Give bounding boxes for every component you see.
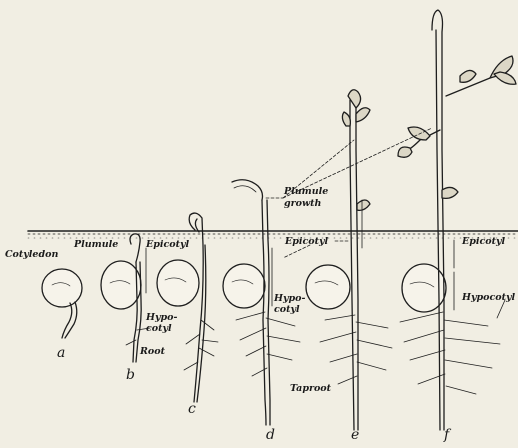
label-cotyledon: Cotyledon — [5, 250, 58, 260]
stage-label-d: d — [266, 428, 275, 442]
label-hypocotyl-d-1: Hypo- — [274, 294, 305, 304]
label-epicotyl-d: Epicotyl — [285, 237, 328, 247]
label-hypocotyl-f: Hypocotyl — [462, 293, 515, 303]
seedling-f — [398, 10, 516, 430]
label-hypocotyl-d-2: cotyl — [274, 305, 300, 315]
label-hypocotyl-b-1: Hypo- — [146, 313, 177, 323]
stage-label-a: a — [57, 346, 65, 360]
label-plumule: Plumule — [74, 240, 118, 250]
label-plumule-growth-2: growth — [284, 199, 321, 209]
stage-label-f: f — [444, 428, 449, 442]
label-root: Root — [140, 347, 165, 357]
label-taproot: Taproot — [290, 384, 331, 394]
label-epicotyl-f: Epicotyl — [462, 237, 505, 247]
soil-line — [28, 231, 518, 238]
seedling-a — [42, 269, 82, 338]
seedling-b — [101, 234, 150, 362]
stage-label-c: c — [188, 402, 196, 416]
stage-label-e: e — [351, 428, 359, 442]
label-plumule-growth-1: Plumule — [284, 187, 328, 197]
stage-label-b: b — [126, 368, 135, 382]
label-epicotyl-b: Epicotyl — [146, 240, 189, 250]
label-hypocotyl-b-2: cotyl — [146, 324, 172, 334]
seedling-e — [306, 90, 392, 430]
